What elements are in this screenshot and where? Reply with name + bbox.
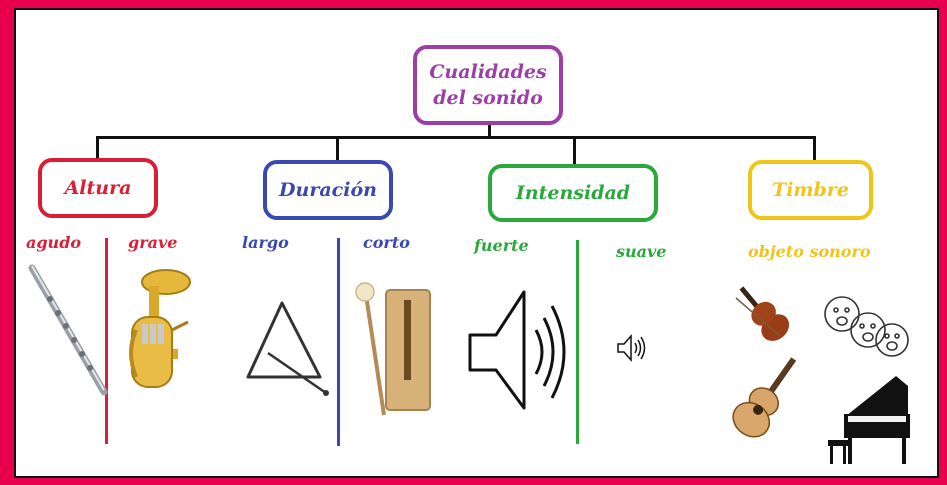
category-intensidad: Intensidad (488, 164, 658, 222)
divider-duracion (337, 238, 340, 446)
root-title-line1: Cualidades (429, 61, 547, 83)
connector-intensidad (573, 136, 576, 166)
grand-piano-icon (828, 376, 910, 464)
label-grave: grave (128, 233, 178, 252)
category-duracion: Duración (263, 160, 393, 220)
label-largo: largo (242, 233, 289, 252)
label-agudo: agudo (26, 233, 82, 252)
wood-block-icon (355, 282, 431, 416)
root-node: Cualidades del sonido (413, 45, 563, 125)
connector-duracion (336, 136, 339, 162)
soft-speaker-icon (617, 334, 646, 362)
root-connector (488, 122, 491, 138)
category-altura: Altura (38, 158, 158, 218)
divider-altura (105, 238, 108, 444)
singing-faces-icon (824, 296, 909, 357)
category-timbre: Timbre (748, 160, 873, 220)
triangle-instrument-icon (246, 301, 329, 396)
label-suave: suave (616, 242, 667, 261)
violin-icon (735, 286, 790, 341)
flute-icon (28, 264, 108, 396)
horizontal-connector (96, 136, 816, 139)
diagram-canvas: Cualidades del sonido Altura Duración In… (14, 8, 939, 478)
root-title-line2: del sonido (433, 87, 543, 109)
connector-altura (96, 136, 99, 160)
divider-intensidad (576, 240, 579, 444)
connector-timbre (813, 136, 816, 164)
tuba-icon (129, 269, 191, 388)
label-fuerte: fuerte (474, 236, 529, 255)
loud-speaker-icon (468, 290, 566, 410)
guitar-icon (732, 357, 797, 438)
label-corto: corto (363, 233, 410, 252)
label-objeto-sonoro: objeto sonoro (748, 242, 871, 261)
